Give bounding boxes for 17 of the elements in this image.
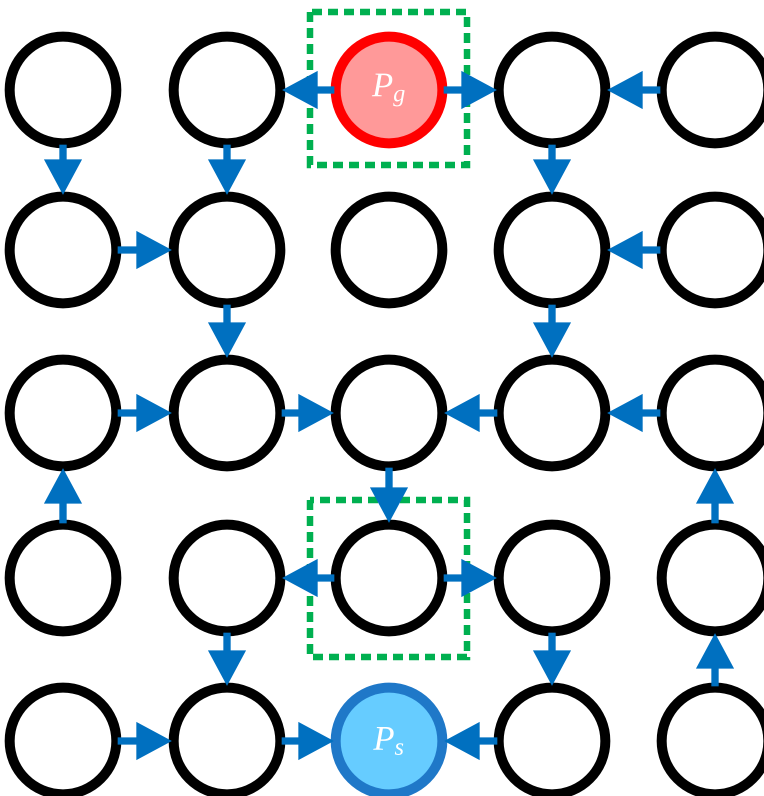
circle-node: P$_{s}$ (330, 682, 448, 796)
circle-node: P$_{g}$ (330, 32, 448, 148)
circle-node (168, 520, 286, 636)
circle-node (494, 354, 610, 472)
circle-node (4, 354, 122, 472)
circle-node (330, 354, 448, 472)
circle-node (330, 520, 448, 636)
circle-node (4, 520, 122, 636)
circle-node (4, 192, 122, 308)
circle-node (494, 520, 610, 636)
circle-node (4, 32, 122, 148)
circle-node (494, 192, 610, 308)
circle-node (168, 192, 286, 308)
circle-node (330, 192, 448, 308)
circle-node (168, 32, 286, 148)
circle-node (168, 354, 286, 472)
circle-node (494, 32, 610, 148)
